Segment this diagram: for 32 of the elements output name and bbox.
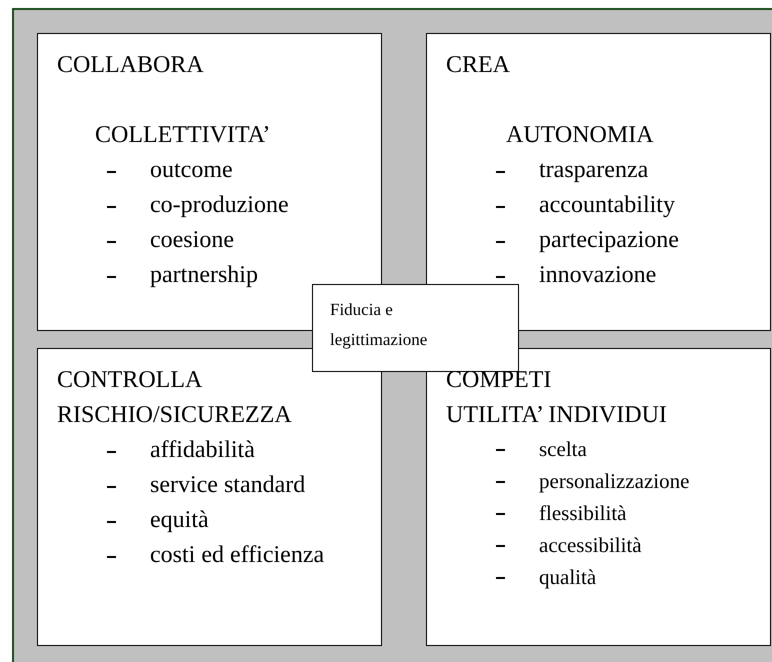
- box-subheading: AUTONOMIA: [506, 121, 654, 150]
- box-heading: CONTROLLA: [57, 366, 202, 395]
- list-item: partecipazione: [539, 226, 679, 255]
- list-item: personalizzazione: [539, 468, 690, 495]
- box-subheading: RISCHIO/SICUREZZA: [57, 401, 292, 430]
- list-item: costi ed efficienza: [150, 541, 324, 570]
- box-subheading: UTILITA’ INDIVIDUI: [446, 401, 667, 430]
- box-subheading: COLLETTIVITA’: [95, 121, 270, 150]
- list-item: affidabilità: [150, 436, 255, 465]
- box-heading: CREA: [446, 51, 510, 80]
- list-item: innovazione: [539, 261, 656, 290]
- list-item: scelta: [539, 436, 587, 463]
- list-item: coesione: [150, 226, 234, 255]
- panel-background: [12, 8, 772, 662]
- box-label: Fiducia e legittimazione: [330, 299, 428, 351]
- list-item: partnership: [150, 261, 258, 290]
- list-item: flessibilità: [539, 500, 626, 527]
- quadrant-box: [37, 348, 382, 646]
- list-item: trasparenza: [539, 156, 648, 185]
- list-item: outcome: [150, 156, 233, 185]
- list-item: equità: [150, 506, 209, 535]
- box-heading: COLLABORA: [57, 51, 204, 80]
- quadrant-box: [37, 33, 382, 331]
- list-item: accessibilità: [539, 532, 642, 559]
- list-item: accountability: [539, 191, 675, 220]
- center-box: [312, 284, 519, 372]
- list-item: qualità: [539, 564, 596, 591]
- quadrant-box: [426, 348, 771, 646]
- list-item: co-produzione: [150, 191, 289, 220]
- list-item: service standard: [150, 471, 306, 500]
- box-heading: COMPETI: [446, 366, 552, 395]
- quadrant-box: [426, 33, 771, 331]
